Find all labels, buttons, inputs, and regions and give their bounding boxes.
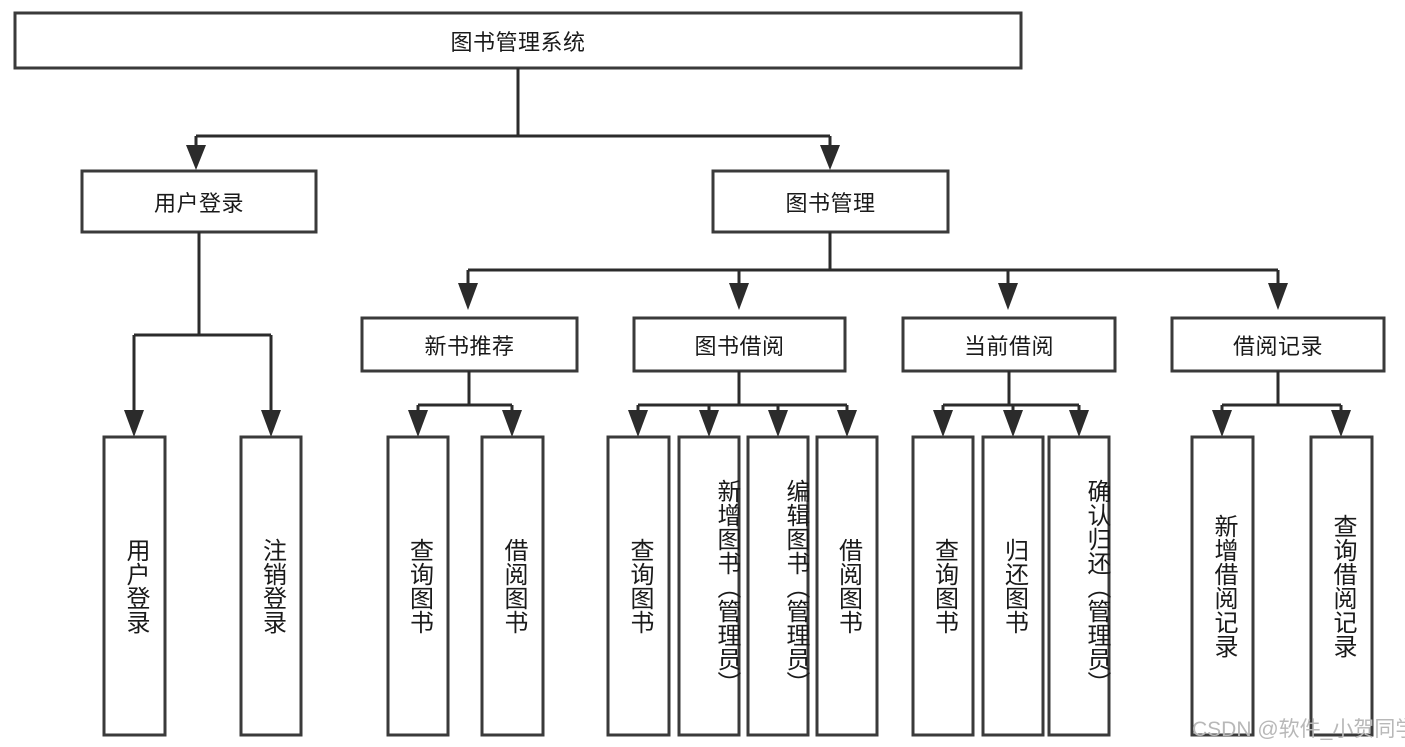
arrow-to-book-borrow: [729, 283, 749, 310]
leaf-box-add-book-admin[interactable]: [677, 435, 741, 737]
leaf-box-edit-book-admin[interactable]: [746, 435, 810, 737]
leaf-box-query-borrow-record[interactable]: [1309, 435, 1374, 737]
connector-borrow-record-to-leaves: [1220, 371, 1343, 412]
leaf-box-user-login[interactable]: [102, 435, 167, 737]
arrow-leaf-current-borrow-1: [933, 410, 953, 437]
connector-user-login-to-leaves: [132, 232, 273, 412]
arrow-leaf-user-login-2: [261, 410, 281, 437]
arrow-leaf-book-borrow-3: [768, 410, 788, 437]
arrow-leaf-user-login-1: [124, 410, 144, 437]
arrow-leaf-borrow-record-1: [1212, 410, 1232, 437]
leaf-box-borrow-book-2[interactable]: [815, 435, 879, 737]
node-box-book-borrow[interactable]: [632, 316, 847, 373]
connector-new-book-to-leaves: [416, 371, 514, 412]
node-box-book-manage[interactable]: [711, 169, 950, 234]
arrow-to-borrow-record: [1268, 283, 1288, 310]
leaf-box-query-book-2[interactable]: [606, 435, 671, 737]
arrow-to-new-book: [458, 283, 478, 310]
node-box-new-book-recommend[interactable]: [360, 316, 579, 373]
node-box-current-borrow[interactable]: [901, 316, 1117, 373]
arrow-to-current-borrow: [998, 283, 1018, 310]
arrow-leaf-book-borrow-2: [699, 410, 719, 437]
arrow-leaf-current-borrow-2: [1003, 410, 1023, 437]
arrow-leaf-book-borrow-4: [837, 410, 857, 437]
leaf-box-return-book[interactable]: [981, 435, 1045, 737]
arrow-leaf-current-borrow-3: [1069, 410, 1089, 437]
leaf-box-query-book-3[interactable]: [911, 435, 975, 737]
leaf-box-borrow-book-1[interactable]: [480, 435, 545, 737]
connector-book-borrow-to-leaves: [636, 371, 849, 412]
node-box-root[interactable]: [13, 11, 1023, 70]
arrow-leaf-borrow-record-2: [1331, 410, 1351, 437]
arrow-leaf-new-book-1: [408, 410, 428, 437]
connector-current-borrow-to-leaves: [941, 371, 1081, 412]
leaf-box-logout[interactable]: [239, 435, 303, 737]
connector-book-manage-to-bus: [466, 232, 1280, 285]
arrow-to-user-login: [186, 145, 206, 170]
arrow-to-book-manage: [820, 145, 840, 170]
node-box-user-login[interactable]: [80, 169, 318, 234]
arrow-leaf-book-borrow-1: [628, 410, 648, 437]
leaf-box-confirm-return-admin[interactable]: [1047, 435, 1111, 737]
node-box-borrow-record[interactable]: [1170, 316, 1386, 373]
arrow-leaf-new-book-2: [502, 410, 522, 437]
leaf-box-query-book-1[interactable]: [386, 435, 450, 737]
leaf-box-add-borrow-record[interactable]: [1190, 435, 1255, 737]
connector-root-to-bus: [194, 68, 832, 147]
